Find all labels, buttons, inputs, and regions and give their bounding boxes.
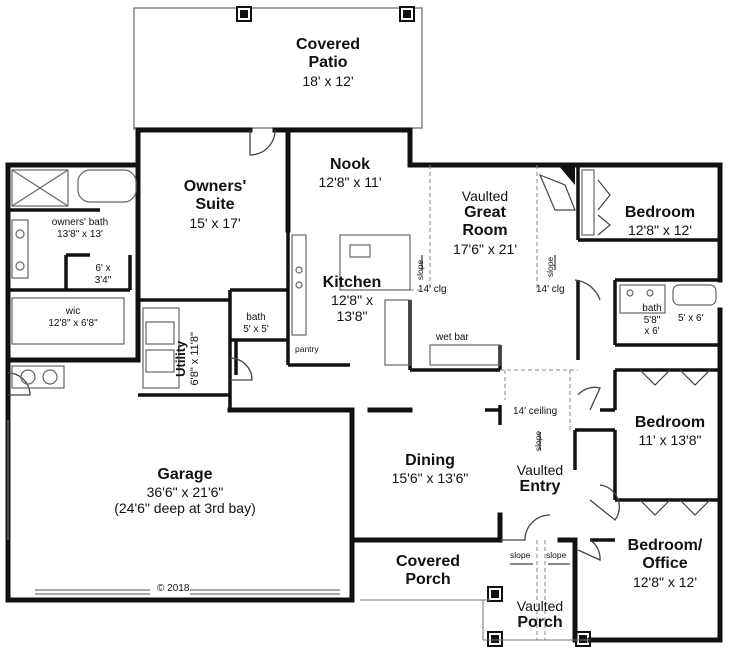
room-name: Porch: [517, 614, 563, 632]
small-closet-label: 6' x 3'4": [86, 263, 120, 286]
room-dims: 12'8" x 6'8": [48, 317, 98, 329]
bath-right-label: bath 5'8" x 6': [635, 303, 669, 338]
bath-center-label: bath 5' x 5': [236, 312, 276, 335]
room-name: Covered: [295, 36, 361, 53]
ceiling-note-left: 14' clg: [418, 284, 447, 295]
slope-arrows: [421, 255, 570, 565]
room-name: Suite: [195, 196, 235, 214]
room-name: Garage: [157, 466, 213, 483]
slope-note-porch-right: slope: [546, 550, 567, 560]
slope-note-right: slope: [545, 256, 556, 278]
fireplace: [538, 165, 576, 211]
room-name: Patio: [308, 54, 348, 72]
room-dims: 15' x 17': [189, 214, 241, 231]
owners-bath-label: owners' bath 13'8" x 13': [35, 217, 125, 240]
room-name: Kitchen: [322, 274, 382, 291]
room-dims: 18' x 12': [302, 72, 354, 89]
room-dims: 17'6" x 21': [452, 240, 518, 257]
closet-doors: [597, 179, 711, 516]
room-name: Bedroom: [634, 414, 706, 431]
vaulted-prefix: Vaulted: [461, 188, 509, 204]
room-dims: 12'8" x: [331, 292, 373, 309]
bedroom-office-label: Bedroom/ Office 12'8" x 12': [605, 537, 725, 590]
vaulted-prefix: Vaulted: [516, 462, 564, 478]
pantry-label: pantry: [295, 344, 319, 354]
room-name: Bedroom: [624, 204, 696, 221]
room-dims: x 6': [644, 326, 660, 337]
closet-right-label: 5' x 6': [678, 313, 704, 324]
fixtures: [11, 169, 717, 389]
exterior-walls: [5, 127, 723, 643]
room-dims: 13'8": [336, 308, 368, 325]
owners-suite-label: Owners' Suite 15' x 17': [165, 178, 265, 231]
door-swings: [7, 129, 620, 561]
bedroom-1-label: Bedroom 12'8" x 12': [605, 204, 715, 238]
room-dims: 6'8" x 11'8": [189, 332, 202, 386]
room-name: Dining: [405, 452, 455, 469]
utility-label: Utility 6'8" x 11'8": [173, 319, 202, 399]
wic-label: wic 12'8" x 6'8": [28, 306, 118, 329]
room-name: Covered: [395, 553, 461, 570]
closet-dims: 6' x: [95, 263, 111, 274]
great-room-label: Vaulted Great Room 17'6" x 21': [430, 188, 540, 257]
porch-outline: [360, 599, 590, 641]
ceiling-note-center: 14' ceiling: [513, 406, 558, 417]
room-dims: 12'8" x 12': [632, 573, 698, 590]
nook-label: Nook 12'8" x 11': [300, 156, 400, 190]
room-name: Owners': [183, 178, 247, 195]
room-dims: 5'8": [643, 314, 661, 326]
covered-patio-label: Covered Patio 18' x 12': [278, 36, 378, 89]
slope-note-entry: slope: [533, 430, 544, 452]
room-name: owners' bath: [51, 217, 109, 228]
room-dims: 12'8" x 12': [627, 222, 693, 239]
ceiling-note-right: 14' clg: [536, 284, 565, 295]
slope-note-left: slope: [415, 259, 426, 281]
garage-doors: [7, 420, 340, 595]
room-name: Entry: [519, 478, 561, 496]
room-dims: 5' x 5': [243, 323, 269, 335]
room-name: bath: [642, 303, 662, 314]
room-name: Nook: [330, 156, 370, 173]
vaulted-prefix: Vaulted: [516, 598, 564, 614]
entry-label: Vaulted Entry: [500, 462, 580, 496]
slope-note-porch-left: slope: [510, 550, 531, 560]
garage-label: Garage 36'6" x 21'6" (24'6" deep at 3rd …: [60, 466, 310, 517]
bedroom-2-label: Bedroom 11' x 13'8": [615, 414, 725, 448]
room-dims: 13'8" x 13': [57, 228, 103, 240]
dining-label: Dining 15'6" x 13'6": [370, 452, 490, 486]
room-name: bath: [246, 312, 266, 323]
wet-bar-label: wet bar: [436, 332, 469, 343]
room-name: Room: [462, 222, 508, 240]
room-name: Office: [642, 555, 688, 573]
room-dims: 15'6" x 13'6": [391, 470, 469, 487]
vaulted-porch-label: Vaulted Porch: [500, 598, 580, 632]
room-name: Great: [464, 204, 506, 222]
closet-dims: 3'4": [94, 274, 112, 286]
kitchen-label: Kitchen 12'8" x 13'8": [312, 274, 392, 325]
room-name: Porch: [405, 571, 451, 589]
room-dims: 12'8" x 11': [318, 174, 382, 191]
room-name: wic: [65, 306, 81, 317]
room-name: Bedroom/: [627, 537, 703, 554]
room-name: Utility: [173, 340, 189, 377]
copyright-note: © 2018: [157, 583, 190, 594]
ceiling-lines: [410, 165, 578, 640]
covered-porch-label: Covered Porch: [378, 553, 478, 590]
room-note: (24'6" deep at 3rd bay): [114, 500, 256, 517]
room-dims: 36'6" x 21'6": [146, 484, 224, 501]
room-dims: 11' x 13'8": [638, 432, 702, 449]
